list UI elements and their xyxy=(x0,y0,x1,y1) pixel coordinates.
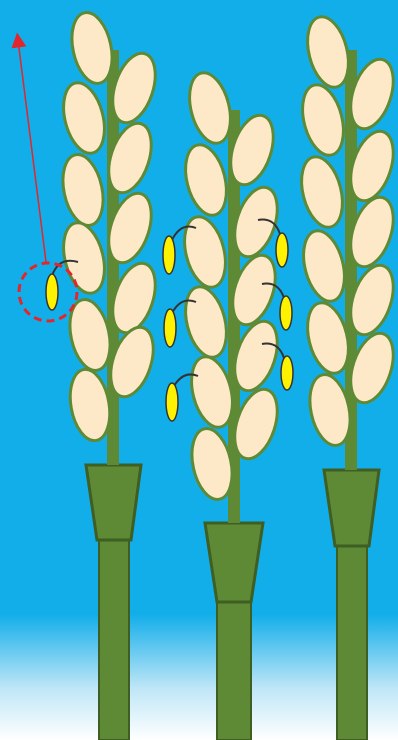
anther-right-2 xyxy=(280,296,292,330)
right-plant-leaf-sheath xyxy=(324,470,379,546)
left-plant-stem xyxy=(99,535,129,740)
anther-right-1 xyxy=(276,233,288,267)
center-plant-leaf-sheath xyxy=(205,523,263,602)
left-plant-leaf-sheath xyxy=(86,465,141,540)
center-plant-stem xyxy=(217,598,251,740)
left-plant-anther xyxy=(46,274,58,310)
anther-right-3 xyxy=(281,356,293,390)
anther-left-1 xyxy=(163,236,175,274)
right-plant-stem xyxy=(337,542,367,740)
anther-left-2 xyxy=(164,309,176,347)
anther-left-3 xyxy=(166,383,178,421)
